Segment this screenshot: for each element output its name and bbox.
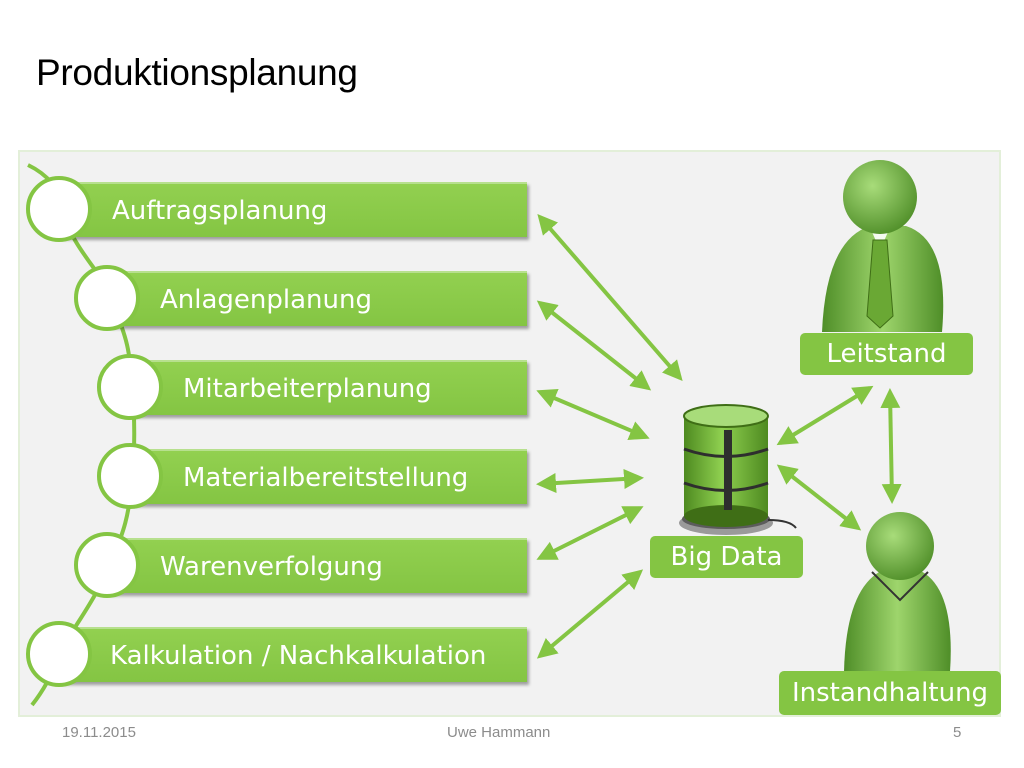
step-label: Auftragsplanung (112, 195, 328, 226)
step-label: Warenverfolgung (160, 551, 383, 582)
step-circle (26, 176, 92, 242)
step-bar-anlagenplanung: Anlagenplanung (110, 271, 527, 326)
step-label: Mitarbeiterplanung (183, 373, 432, 404)
step-label: Materialbereitstellung (183, 462, 469, 493)
step-label: Anlagenplanung (160, 284, 372, 315)
step-bar-materialbereitstellung: Materialbereitstellung (133, 449, 527, 504)
step-bar-warenverfolgung: Warenverfolgung (110, 538, 527, 593)
leitstand-label: Leitstand (800, 333, 973, 375)
step-circle (97, 443, 163, 509)
arrow-mitarbeiterplanung (536, 389, 650, 440)
database-icon (679, 404, 797, 535)
arrow-materialbereitstellung (536, 468, 644, 494)
step-circle (74, 532, 140, 598)
arrow-anlagenplanung (536, 300, 652, 391)
arrow-database-instandhaltung (776, 464, 862, 531)
step-label: Kalkulation / Nachkalkulation (110, 640, 487, 671)
arrow-database-leitstand (776, 385, 874, 446)
arrow-auftragsplanung (537, 213, 683, 382)
database-label: Big Data (650, 536, 803, 578)
footer-page-number: 5 (953, 724, 962, 741)
person-with-tie-icon (822, 160, 944, 332)
arrow-warenverfolgung (536, 506, 644, 560)
step-circle (74, 265, 140, 331)
step-circle (26, 621, 92, 687)
footer-author: Uwe Hammann (447, 724, 551, 741)
step-circle (97, 354, 163, 420)
step-bar-auftragsplanung: Auftragsplanung (62, 182, 527, 237)
slide-title: Produktionsplanung (36, 52, 358, 93)
step-bar-mitarbeiterplanung: Mitarbeiterplanung (133, 360, 527, 415)
instandhaltung-label: Instandhaltung (779, 671, 1001, 715)
arrow-kalkulation (536, 569, 644, 659)
footer-date: 19.11.2015 (62, 724, 136, 741)
step-bar-kalkulation: Kalkulation / Nachkalkulation (62, 627, 527, 682)
person-icon (844, 512, 951, 672)
arrow-leitstand-instandhaltung (880, 388, 902, 504)
